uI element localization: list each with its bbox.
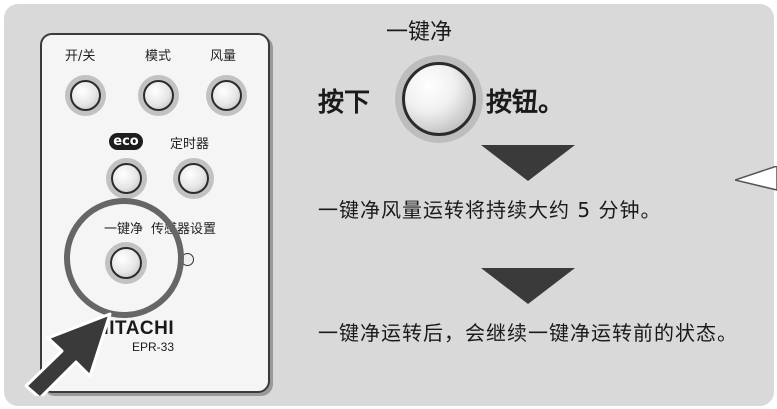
timer-button[interactable] (178, 163, 209, 194)
eco-button[interactable] (111, 163, 142, 194)
button-caption: 一键净 (386, 20, 453, 45)
power-button[interactable] (70, 80, 101, 111)
step2-text: 一键净风量运转将持续大约 5 分钟。 (318, 198, 662, 222)
triangle-down-icon (481, 145, 575, 181)
oneclick-button-large-icon (402, 62, 476, 136)
arrow-pointer-icon (24, 312, 112, 396)
fan-label: 风量 (210, 49, 237, 64)
highlight-ring (64, 198, 184, 318)
step3-text: 一键净运转后，会继续一键净运转前的状态。 (318, 321, 738, 345)
triangle-down-icon (481, 268, 575, 304)
fan-button[interactable] (211, 80, 242, 111)
callout-pointer-icon (735, 166, 777, 191)
mode-button[interactable] (143, 80, 174, 111)
power-label: 开/关 (65, 49, 96, 64)
timer-label: 定时器 (170, 137, 210, 152)
press-suffix: 按钮。 (486, 88, 565, 118)
model-number: EPR-33 (132, 340, 175, 354)
eco-badge: eco (109, 133, 143, 150)
mode-label: 模式 (145, 49, 172, 64)
press-prefix: 按下 (318, 88, 371, 118)
brand-logo: HITACHI (95, 318, 175, 339)
